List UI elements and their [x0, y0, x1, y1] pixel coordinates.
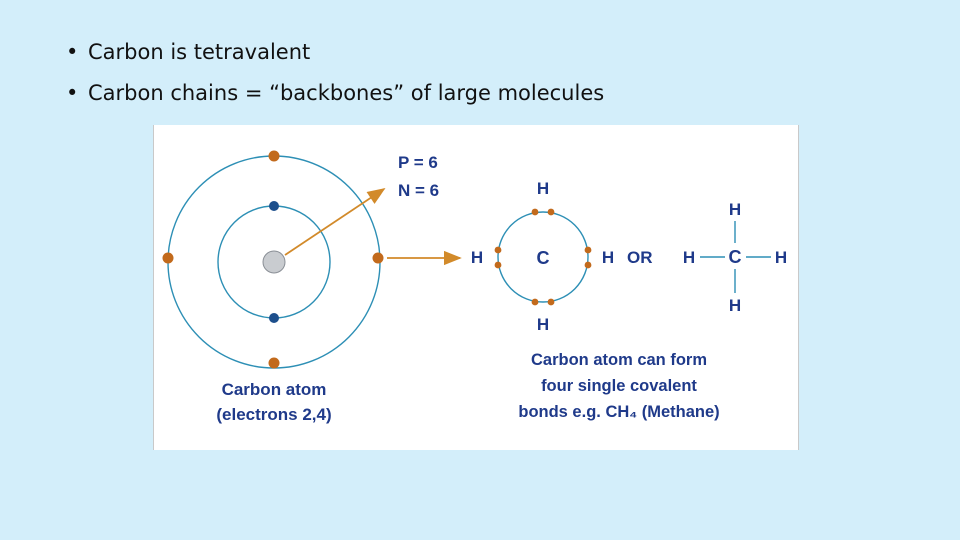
outer-electron [268, 357, 280, 369]
or-label: OR [627, 248, 653, 267]
ring-hydrogen-left: H [471, 248, 483, 267]
bullet-item: • Carbon is tetravalent [66, 32, 604, 73]
carbon-diagram: P = 6 N = 6 Carbon atom (electrons 2,4) … [162, 150, 787, 424]
proton-count: P = 6 [398, 153, 438, 172]
bond-caption-line3: bonds e.g. CH₄ (Methane) [518, 403, 719, 421]
atom-caption-line2: (electrons 2,4) [216, 405, 331, 424]
ring-carbon-label: C [537, 248, 550, 268]
bond-caption-line1: Carbon atom can form [531, 351, 707, 369]
neutron-count: N = 6 [398, 181, 439, 200]
shared-electron [547, 298, 555, 306]
shared-electron [547, 208, 555, 216]
bullet-dot: • [66, 81, 79, 105]
outer-electron [372, 252, 384, 264]
shared-electron [584, 246, 592, 254]
carbon-atom-figure: P = 6 N = 6 Carbon atom (electrons 2,4) … [153, 125, 799, 450]
struct-hydrogen-top: H [729, 200, 741, 219]
shared-electron [531, 298, 539, 306]
bullet-list: • Carbon is tetravalent • Carbon chains … [66, 32, 604, 114]
bullet-dot: • [66, 40, 79, 64]
bond-caption-line2: four single covalent [541, 377, 697, 395]
inner-electron [269, 313, 279, 323]
struct-carbon: C [729, 247, 742, 267]
struct-hydrogen-left: H [683, 248, 695, 267]
atom-caption-line1: Carbon atom [222, 380, 327, 399]
shared-electron [494, 246, 502, 254]
struct-hydrogen-right: H [775, 248, 787, 267]
ring-hydrogen-top: H [537, 179, 549, 198]
shared-electron [531, 208, 539, 216]
shared-electron [584, 261, 592, 269]
shared-electron [494, 261, 502, 269]
ring-hydrogen-bottom: H [537, 315, 549, 334]
bullet-text: Carbon chains = “backbones” of large mol… [88, 81, 605, 105]
outer-electron [162, 252, 174, 264]
nucleus [262, 250, 286, 274]
bonding-ring [497, 211, 589, 303]
inner-electron [269, 201, 279, 211]
outer-electron [268, 150, 280, 162]
nucleus-pointer-arrow [284, 188, 386, 256]
struct-hydrogen-bottom: H [729, 296, 741, 315]
bullet-item: • Carbon chains = “backbones” of large m… [66, 73, 604, 114]
bullet-text: Carbon is tetravalent [88, 40, 311, 64]
ring-hydrogen-right: H [602, 248, 614, 267]
